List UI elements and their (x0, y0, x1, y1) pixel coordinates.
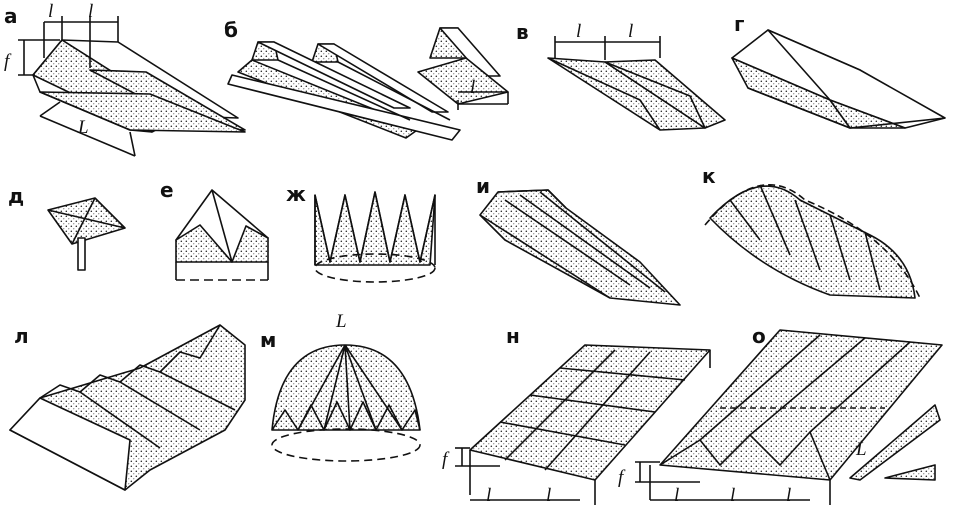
structure-e-gable-cross (175, 189, 269, 281)
structure-g-box-shell (731, 29, 946, 129)
label-zh: ж (286, 182, 306, 206)
dim-span-a1: l (48, 1, 54, 22)
structure-o-folded-slab (635, 329, 943, 505)
dim-span-a2: l (88, 1, 94, 22)
dim-length-o: L (856, 439, 867, 460)
dim-span-n1: l (486, 485, 492, 506)
structure-b-ribbed-panel (227, 27, 509, 141)
dim-length-a: L (78, 117, 89, 138)
dim-span-v1: l (576, 21, 582, 42)
structure-v-prismatic (547, 36, 726, 131)
dim-span-o3: l (786, 485, 792, 506)
dim-span-n2: l (546, 485, 552, 506)
label-k: к (702, 164, 716, 188)
label-d: д (8, 184, 25, 208)
dim-rise-o: f (618, 467, 624, 488)
dim-rise-a: f (4, 51, 10, 72)
structure-l-arch-vault (9, 324, 246, 491)
dim-span-v2: l (628, 21, 634, 42)
label-a: а (4, 4, 18, 28)
dim-span-b: l (470, 77, 476, 98)
label-b: б (224, 18, 238, 42)
label-e: е (160, 178, 174, 202)
structure-n-triangulated-slab (455, 344, 711, 505)
label-i: и (476, 174, 491, 198)
structure-d-umbrella (47, 197, 126, 271)
label-m: м (260, 328, 277, 352)
structure-a-folded-plate (18, 16, 246, 157)
label-g: г (734, 12, 745, 36)
dim-rise-n: f (442, 449, 448, 470)
dim-span-o1: l (674, 485, 680, 506)
label-v: в (516, 20, 529, 44)
label-n: н (506, 324, 520, 348)
label-o: о (752, 324, 766, 348)
structure-k-lattice-vault (704, 184, 921, 299)
label-l: л (14, 324, 29, 348)
structure-i-folded-vault (479, 189, 681, 306)
dim-length-m: L (336, 311, 347, 332)
structure-m-folded-dome (271, 344, 421, 462)
structure-zh-folded-cylinder (314, 191, 436, 283)
dim-span-o2: l (730, 485, 736, 506)
